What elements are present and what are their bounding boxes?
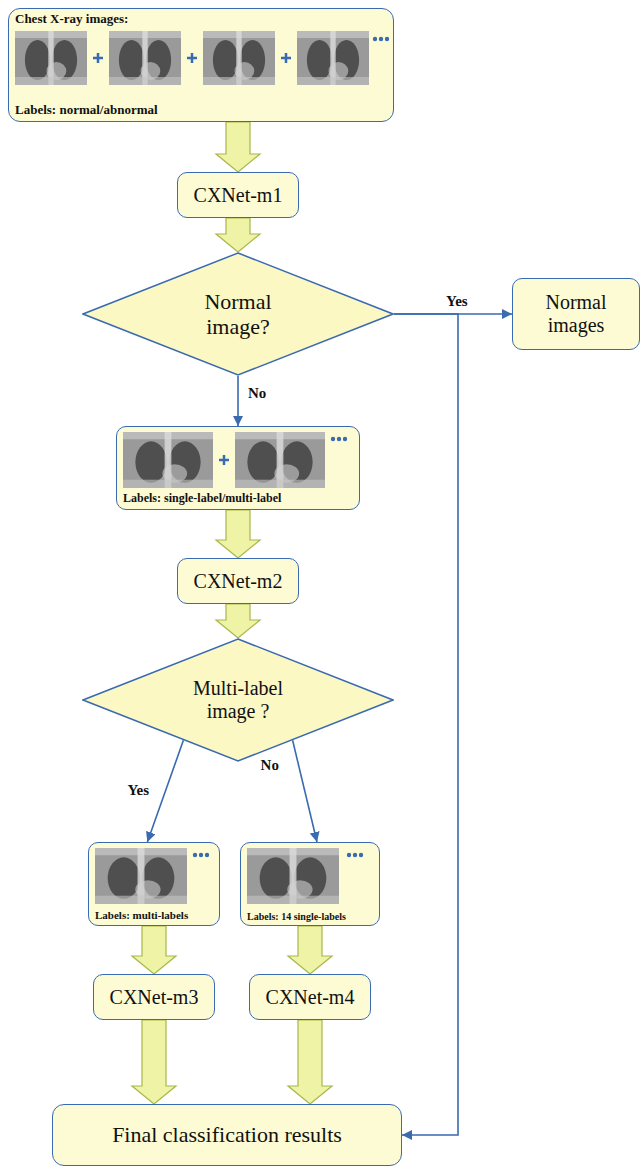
model-box: CXNet-m1 [177, 172, 299, 218]
node-text: CXNet-m3 [110, 986, 199, 1009]
input-box: Chest X-ray images: Labels: normal/abnorm… [8, 8, 394, 122]
node-text: Normal image? [198, 289, 278, 340]
node-text: CXNet-m4 [266, 986, 355, 1009]
edge-label: No [259, 756, 281, 774]
edge-label: No [246, 384, 268, 402]
edge-label: Yes [444, 292, 470, 310]
block-arrow [216, 510, 260, 558]
flow-arrow [147, 740, 183, 842]
decision-diamond: Multi-label image ? [82, 638, 394, 762]
node-text: CXNet-m1 [194, 184, 283, 207]
label-text: Labels: normal/abnormal [15, 103, 158, 118]
input-box: Labels: multi-labels [88, 842, 220, 926]
block-arrow [132, 926, 176, 974]
input-box: Labels: single-label/multi-label [116, 426, 360, 510]
block-arrow [216, 604, 260, 638]
model-box: CXNet-m4 [249, 974, 371, 1020]
block-arrow [216, 122, 260, 172]
block-arrow [288, 926, 332, 974]
label-text: Chest X-ray images: [15, 12, 128, 27]
input-box: Labels: 14 single-labels [240, 842, 380, 926]
edge-label: Yes [125, 781, 151, 799]
node-text: Multi-label image ? [188, 677, 288, 723]
decision-diamond: Normal image? [82, 252, 394, 376]
diamond-shape [83, 253, 393, 375]
flow-arrow [394, 314, 458, 1135]
model-box: CXNet-m3 [93, 974, 215, 1020]
label-text: Labels: single-label/multi-label [123, 492, 281, 506]
diamond-shape [83, 639, 393, 761]
node-text: Final classification results [112, 1122, 342, 1147]
flow-arrow [293, 740, 317, 842]
label-text: Labels: 14 single-labels [247, 911, 346, 923]
result-box: Final classification results [52, 1104, 402, 1166]
block-arrow [288, 1020, 332, 1104]
node-text: CXNet-m2 [194, 570, 283, 593]
label-text: Labels: multi-labels [95, 909, 188, 922]
model-box: CXNet-m2 [177, 558, 299, 604]
output-box: Normal images [512, 278, 640, 350]
block-arrow [132, 1020, 176, 1104]
flow-arrow [237, 376, 239, 426]
block-arrow [216, 218, 260, 252]
node-text: Normal images [530, 291, 622, 337]
